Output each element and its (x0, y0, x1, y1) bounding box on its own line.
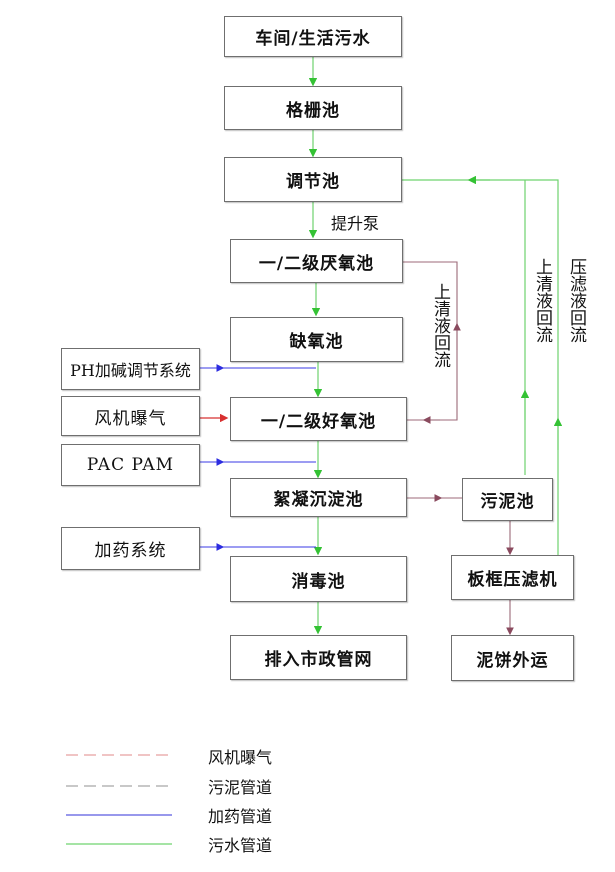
node-anoxic-tank: 缺氧池 (230, 317, 403, 362)
node-sludge-tank: 污泥池 (462, 478, 553, 521)
node-pac-pam: PAC PAM (61, 444, 200, 486)
node-aerobic-tank: 一/二级好氧池 (230, 397, 407, 441)
legend-label-dosing: 加药管道 (208, 807, 273, 826)
node-label: 絮凝沉淀池 (273, 490, 364, 510)
node-disinfection-tank: 消毒池 (230, 556, 407, 602)
node-label: PAC PAM (86, 455, 175, 475)
node-label: 污泥池 (480, 492, 535, 512)
node-blower: 风机曝气 (61, 396, 200, 436)
legend-label-sludge: 污泥管道 (208, 778, 273, 797)
node-label: 车间/生活污水 (255, 29, 371, 49)
legend-label-sewage: 污水管道 (208, 836, 273, 855)
node-workshop-sewage: 车间/生活污水 (224, 16, 402, 57)
node-filter-press: 板框压滤机 (451, 555, 574, 600)
supernatant-return-label-1: 上清液回流 (430, 283, 450, 368)
node-municipal-network: 排入市政管网 (230, 635, 407, 680)
filtrate-return-label: 压滤液回流 (566, 258, 586, 343)
node-grille-tank: 格栅池 (224, 86, 402, 130)
node-regulating-tank: 调节池 (224, 157, 402, 202)
node-label: 排入市政管网 (264, 650, 373, 670)
node-label: 格栅池 (286, 100, 340, 121)
node-ph-system: PH加碱调节系统 (61, 348, 200, 390)
node-label: 调节池 (286, 172, 340, 192)
node-label: 一/二级好氧池 (260, 411, 377, 432)
node-label: 加药系统 (94, 541, 167, 561)
node-label: 板框压滤机 (467, 570, 558, 590)
node-label: 风机曝气 (94, 408, 167, 429)
node-flocculation-tank: 絮凝沉淀池 (230, 478, 407, 517)
node-label: 缺氧池 (289, 332, 344, 352)
node-label: 消毒池 (291, 571, 346, 592)
node-label: 一/二级厌氧池 (258, 253, 375, 274)
lift-pump-label: 提升泵 (331, 214, 380, 233)
node-label: 泥饼外运 (476, 650, 549, 671)
node-label: PH加碱调节系统 (70, 361, 191, 380)
node-anaerobic-tank: 一/二级厌氧池 (230, 239, 403, 283)
legend-label-aeration: 风机曝气 (208, 748, 273, 767)
supernatant-return-label-2: 上清液回流 (532, 258, 552, 343)
node-dosing-system: 加药系统 (61, 527, 200, 570)
node-sludge-cake: 泥饼外运 (451, 635, 574, 681)
